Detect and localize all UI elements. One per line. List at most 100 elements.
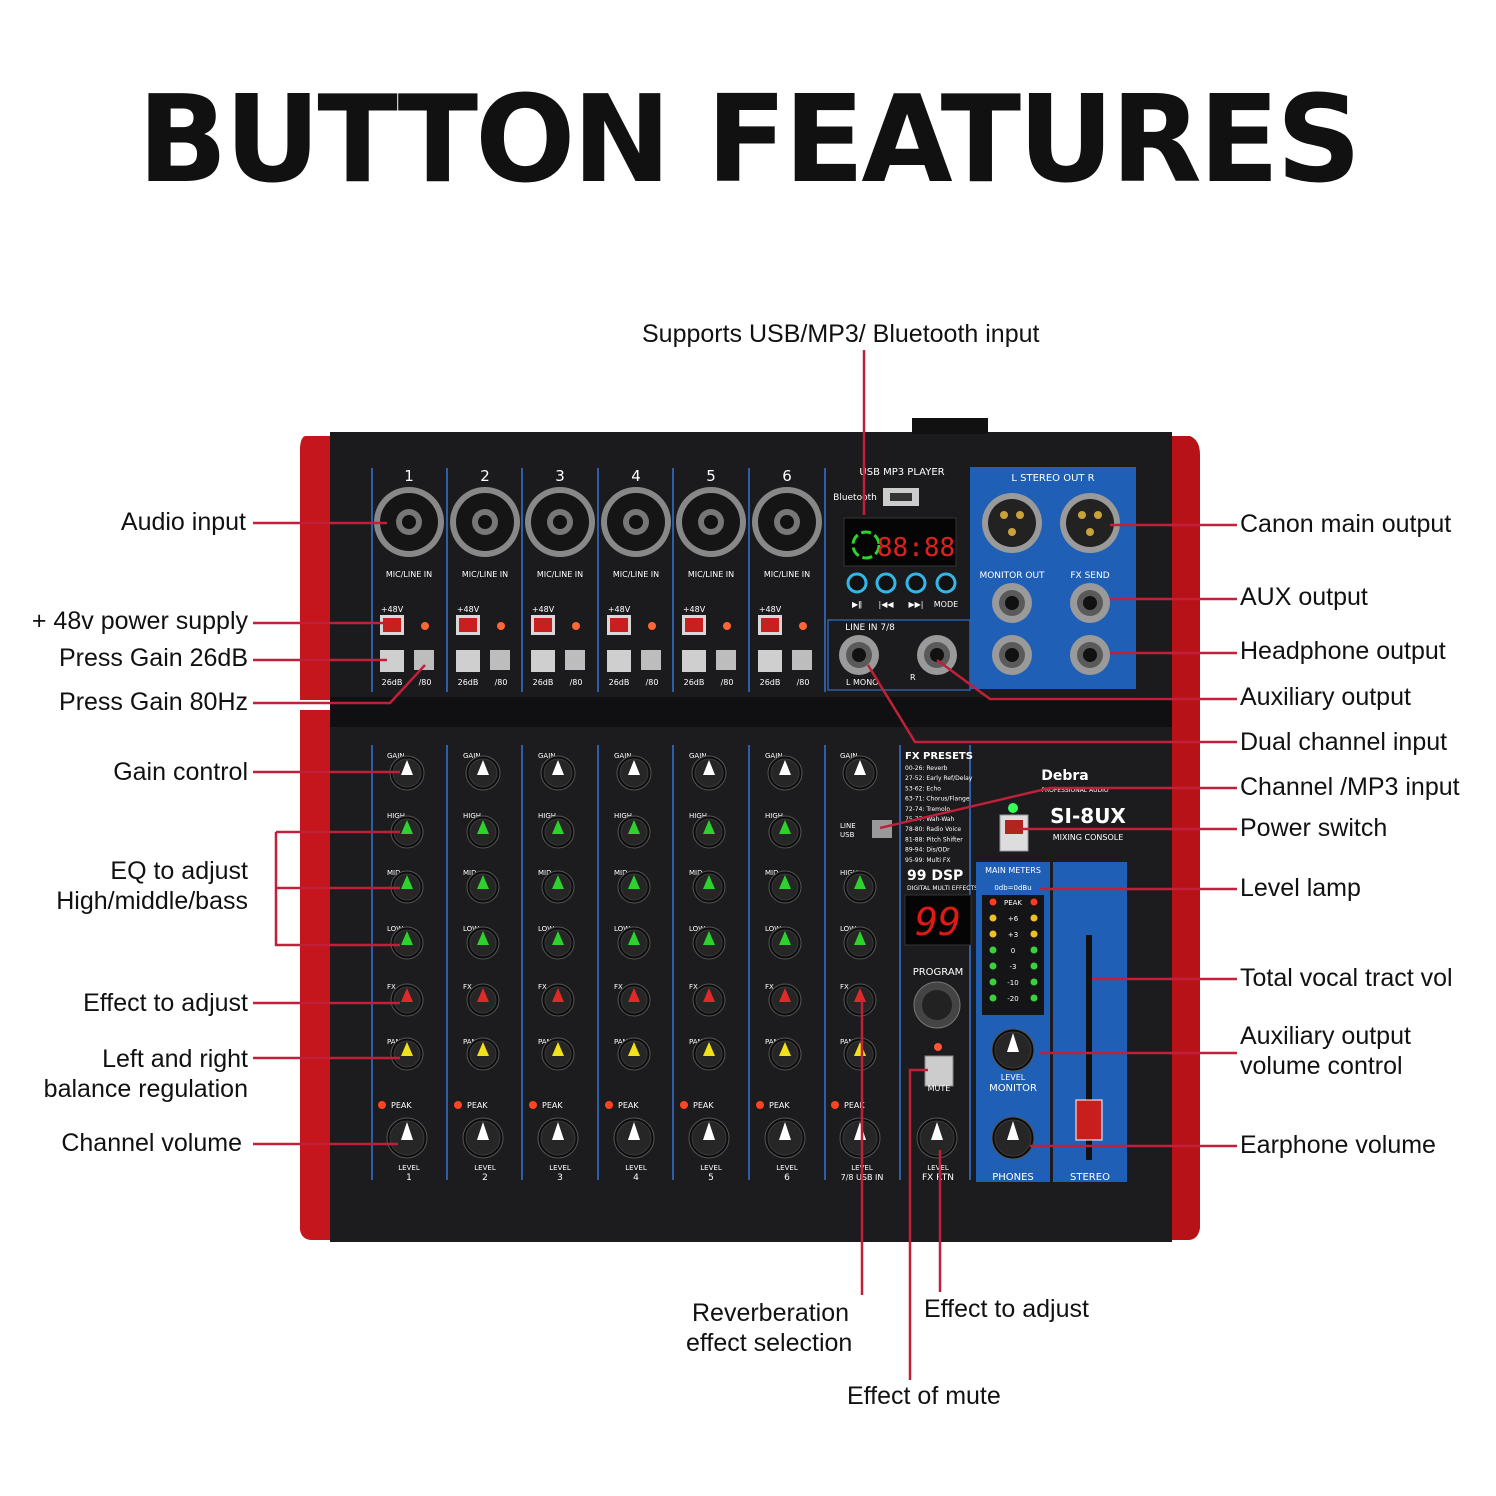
gain-label: GAIN <box>765 752 783 760</box>
high-eq-knob <box>541 815 575 849</box>
fx-knob <box>466 983 500 1017</box>
phantom-led <box>799 622 807 630</box>
high-label: HIGH <box>614 812 632 820</box>
pan-knob <box>617 1037 651 1071</box>
pan-knob <box>541 1037 575 1071</box>
phantom-label: +48V <box>457 605 480 614</box>
channel-number: 3 <box>555 467 565 485</box>
channel-number: 6 <box>782 467 792 485</box>
monitor-out-left-jack <box>992 583 1032 623</box>
line-in-label: LINE IN 7/8 <box>845 623 895 633</box>
mid-eq-knob <box>768 870 802 904</box>
level-label: LEVEL <box>398 1164 420 1172</box>
monitor-out-right-jack <box>992 635 1032 675</box>
fx-knob <box>390 983 424 1017</box>
meter-scale-label: 0 <box>1011 947 1015 955</box>
mid-label: MID <box>689 869 703 877</box>
callout-reverb-line2: effect selection <box>686 1329 853 1357</box>
callout-reverb-line1: Reverberation <box>692 1299 850 1327</box>
meters-ref: 0db=0dBu <box>994 884 1031 892</box>
peak-led <box>529 1101 537 1109</box>
rear-connector <box>912 418 988 434</box>
pad-button <box>456 650 480 672</box>
callout-headphone-output: Headphone output <box>1240 637 1446 665</box>
monitor-level-label: LEVEL <box>1001 1073 1026 1082</box>
callout-channel-volume: Channel volume <box>61 1129 242 1157</box>
phantom-led <box>421 622 429 630</box>
gain-label: GAIN <box>689 752 707 760</box>
player-button <box>846 572 868 594</box>
hpf-button <box>490 650 510 670</box>
fx-preset-item: 72-74: Tremolo <box>905 806 950 813</box>
hpf-button <box>641 650 661 670</box>
pad-button <box>607 650 631 672</box>
mp3-display-text: 88:88 <box>877 533 955 563</box>
fx-return-knob <box>916 1117 958 1159</box>
program-label: PROGRAM <box>913 967 964 978</box>
low-label: LOW <box>765 925 781 933</box>
panel-hinge <box>330 697 1172 727</box>
hpf-button <box>716 650 736 670</box>
gain-label: GAIN <box>614 752 632 760</box>
mic-line-label: MIC/LINE IN <box>613 570 659 579</box>
callout-line <box>879 786 1237 830</box>
high-label: HIGH <box>387 812 405 820</box>
level-knob <box>462 1117 504 1159</box>
callout-level-lamp: Level lamp <box>1240 874 1361 902</box>
callout-aux-vol-line1: Auxiliary output <box>1240 1022 1411 1050</box>
low-eq-knob <box>692 926 726 960</box>
pad-button <box>531 650 555 672</box>
pan-label: PAN <box>765 1038 779 1046</box>
fx-preset-item: 95-99: Multi FX <box>905 857 951 864</box>
callout-line <box>908 1068 928 1380</box>
fx-label-78: FX <box>840 983 849 991</box>
callout-total-vocal: Total vocal tract vol <box>1240 964 1453 992</box>
callout-balance-line2: balance regulation <box>43 1075 248 1103</box>
meter-led-right <box>1030 914 1038 922</box>
mid-eq-knob <box>692 870 726 904</box>
meter-led-left <box>989 978 997 986</box>
gain-label: GAIN <box>387 752 405 760</box>
callout-line <box>253 664 426 705</box>
pan-label: PAN <box>689 1038 703 1046</box>
fx-label: FX <box>614 983 623 991</box>
line-in-left-jack <box>839 635 879 675</box>
level-channel-number: 2 <box>482 1173 488 1183</box>
gain-knob <box>540 755 576 791</box>
callout-audio-input: Audio input <box>120 508 246 536</box>
hpf-label: /80 <box>419 678 432 687</box>
callout-aux-vol-line2: volume control <box>1240 1052 1403 1080</box>
model-name: SI-8UX <box>1050 804 1126 828</box>
line-r-label: R <box>910 673 916 682</box>
fx-label: FX <box>538 983 547 991</box>
callout-usb-input: Supports USB/MP3/ Bluetooth input <box>642 320 1040 348</box>
level-channel-number: 1 <box>406 1173 412 1183</box>
meter-led-right <box>1030 946 1038 954</box>
meter-led-right <box>1030 930 1038 938</box>
low-eq-knob <box>617 926 651 960</box>
gain-knob-78 <box>842 755 878 791</box>
hpf-button <box>565 650 585 670</box>
level-label: LEVEL <box>474 1164 496 1172</box>
mid-label: MID <box>387 869 401 877</box>
pan-knob <box>768 1037 802 1071</box>
peak-label-78: PEAK <box>844 1101 865 1110</box>
phantom-led <box>723 622 731 630</box>
line-in-right-jack <box>917 635 957 675</box>
meter-scale-label: +6 <box>1008 915 1019 923</box>
low-eq-knob <box>541 926 575 960</box>
peak-label: PEAK <box>769 1101 790 1110</box>
level-channel-number: 4 <box>633 1173 639 1183</box>
callout-canon-output: Canon main output <box>1240 510 1452 538</box>
low-label: LOW <box>614 925 630 933</box>
pad-label: 26dB <box>382 678 403 687</box>
high-eq-knob <box>692 815 726 849</box>
pan-label: PAN <box>614 1038 628 1046</box>
gain-knob <box>767 755 803 791</box>
hpf-label: /80 <box>721 678 734 687</box>
combo-input-jack <box>601 487 671 557</box>
hpf-button <box>414 650 434 670</box>
program-encoder <box>913 981 961 1029</box>
meter-scale-label: -3 <box>1010 963 1017 971</box>
